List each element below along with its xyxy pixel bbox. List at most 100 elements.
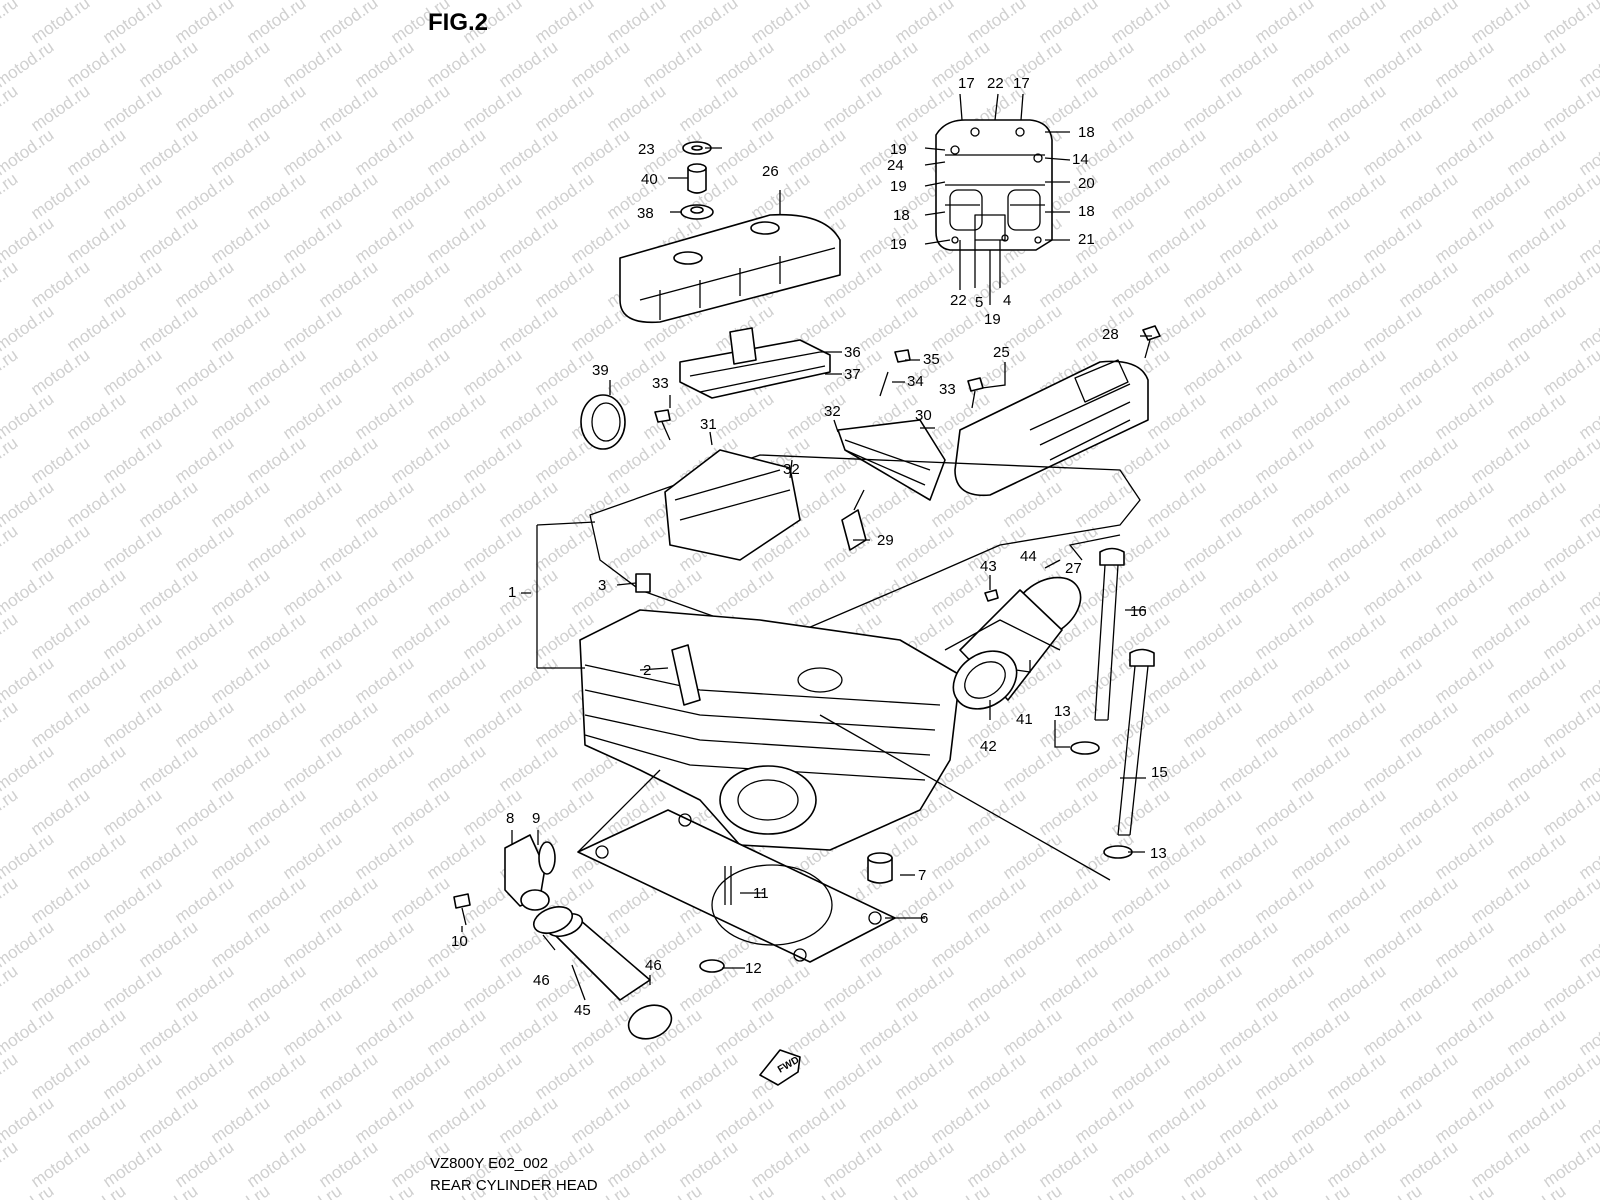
- callout-19-c: 19: [890, 236, 907, 253]
- callout-32-top: 32: [824, 403, 841, 420]
- watermark-text: motod.ru: [1323, 961, 1389, 1015]
- watermark-text: motod.ru: [387, 697, 453, 751]
- watermark-text: motod.ru: [387, 873, 453, 927]
- callout-26: 26: [762, 163, 779, 180]
- watermark-text: motod.ru: [27, 609, 93, 663]
- watermark-text: motod.ru: [315, 961, 381, 1015]
- watermark-text: motod.ru: [1431, 389, 1497, 443]
- watermark-text: motod.ru: [1539, 169, 1600, 223]
- watermark-text: motod.ru: [855, 301, 921, 355]
- grommet-38-hole: [690, 206, 704, 214]
- watermark-text: motod.ru: [0, 81, 21, 135]
- watermark-text: motod.ru: [387, 81, 453, 135]
- watermark-text: motod.ru: [423, 741, 489, 795]
- watermark-text: motod.ru: [1071, 1005, 1137, 1059]
- watermark-text: motod.ru: [1143, 477, 1209, 531]
- watermark-text: motod.ru: [1215, 917, 1281, 971]
- callout-2: 2: [643, 662, 651, 679]
- watermark-text: motod.ru: [171, 433, 237, 487]
- watermark-text: motod.ru: [63, 565, 129, 619]
- watermark-text: motod.ru: [1287, 741, 1353, 795]
- watermark-text: motod.ru: [1503, 917, 1569, 971]
- watermark-text: motod.ru: [351, 1005, 417, 1059]
- watermark-text: motod.ru: [1215, 829, 1281, 883]
- watermark-text: motod.ru: [1251, 785, 1317, 839]
- watermark-text: motod.ru: [1431, 1093, 1497, 1147]
- watermark-text: motod.ru: [675, 1049, 741, 1103]
- watermark-text: motod.ru: [819, 1049, 885, 1103]
- watermark-text: motod.ru: [1143, 565, 1209, 619]
- watermark-text: motod.ru: [819, 169, 885, 223]
- watermark-text: motod.ru: [171, 1137, 237, 1191]
- watermark-text: motod.ru: [1179, 609, 1245, 663]
- watermark-text: motod.ru: [1575, 1005, 1600, 1059]
- watermark-text: motod.ru: [1539, 697, 1600, 751]
- watermark-text: motod.ru: [1323, 785, 1389, 839]
- watermark-text: motod.ru: [819, 0, 885, 47]
- watermark-text: motod.ru: [927, 1093, 993, 1147]
- watermark-text: motod.ru: [1323, 873, 1389, 927]
- watermark-text: motod.ru: [279, 125, 345, 179]
- dowel-3: [635, 573, 651, 593]
- callout-18-left: 18: [893, 207, 910, 224]
- watermark-text: motod.ru: [1359, 917, 1425, 971]
- watermark-text: motod.ru: [531, 257, 597, 311]
- watermark-text: motod.ru: [63, 477, 129, 531]
- watermark-text: motod.ru: [1287, 1181, 1353, 1200]
- watermark-text: motod.ru: [135, 125, 201, 179]
- watermark-text: motod.ru: [315, 433, 381, 487]
- watermark-text: motod.ru: [495, 1093, 561, 1147]
- watermark-text: motod.ru: [1323, 345, 1389, 399]
- watermark-text: motod.ru: [1575, 565, 1600, 619]
- watermark-text: motod.ru: [1143, 213, 1209, 267]
- watermark-text: motod.ru: [459, 609, 525, 663]
- watermark-text: motod.ru: [1431, 125, 1497, 179]
- callout-34: 34: [907, 373, 924, 390]
- watermark-text: motod.ru: [1503, 213, 1569, 267]
- watermark-text: motod.ru: [819, 81, 885, 135]
- watermark-text: motod.ru: [1395, 257, 1461, 311]
- watermark-text: motod.ru: [27, 521, 93, 575]
- callout-33-right: 33: [939, 381, 956, 398]
- bolt-33-right: [967, 377, 984, 392]
- watermark-text: motod.ru: [243, 697, 309, 751]
- watermark-text: motod.ru: [171, 697, 237, 751]
- watermark-text: motod.ru: [243, 433, 309, 487]
- watermark-text: motod.ru: [567, 37, 633, 91]
- model-code: VZ800Y E02_002: [430, 1155, 548, 1172]
- watermark-text: motod.ru: [1287, 301, 1353, 355]
- watermark-text: motod.ru: [1035, 961, 1101, 1015]
- watermark-text: motod.ru: [1395, 81, 1461, 135]
- watermark-text: motod.ru: [351, 653, 417, 707]
- callout-45: 45: [574, 1002, 591, 1019]
- watermark-text: motod.ru: [279, 741, 345, 795]
- watermark-text: motod.ru: [243, 961, 309, 1015]
- watermark-text: motod.ru: [315, 1049, 381, 1103]
- watermark-text: motod.ru: [891, 521, 957, 575]
- watermark-text: motod.ru: [675, 1137, 741, 1191]
- watermark-text: motod.ru: [279, 213, 345, 267]
- callout-13-upper: 13: [1054, 703, 1071, 720]
- watermark-text: motod.ru: [315, 0, 381, 47]
- watermark-text: motod.ru: [279, 37, 345, 91]
- watermark-text: motod.ru: [315, 1137, 381, 1191]
- watermark-text: motod.ru: [171, 609, 237, 663]
- watermark-text: motod.ru: [603, 1137, 669, 1191]
- watermark-text: motod.ru: [1359, 741, 1425, 795]
- watermark-text: motod.ru: [1359, 213, 1425, 267]
- watermark-text: motod.ru: [639, 1181, 705, 1200]
- clamp-46-upper: [532, 906, 574, 934]
- watermark-text: motod.ru: [1467, 1049, 1533, 1103]
- watermark-text: motod.ru: [1431, 741, 1497, 795]
- watermark-text: motod.ru: [1143, 389, 1209, 443]
- watermark-text: motod.ru: [63, 1093, 129, 1147]
- watermark-text: motod.ru: [1035, 785, 1101, 839]
- callout-23: 23: [638, 141, 655, 158]
- watermark-text: motod.ru: [1287, 565, 1353, 619]
- callout-24: 24: [887, 157, 904, 174]
- watermark-text: motod.ru: [1539, 609, 1600, 663]
- watermark-text: motod.ru: [1251, 169, 1317, 223]
- watermark-text: motod.ru: [459, 345, 525, 399]
- watermark-text: motod.ru: [315, 609, 381, 663]
- watermark-text: motod.ru: [1395, 609, 1461, 663]
